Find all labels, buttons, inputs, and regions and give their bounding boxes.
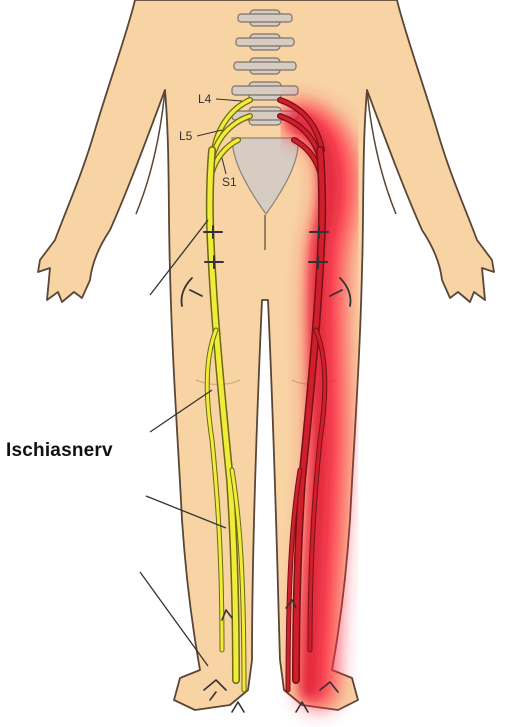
vertebra-process-3: [234, 62, 296, 70]
label-l5: L5: [179, 129, 193, 143]
label-l4: L4: [198, 92, 212, 106]
vertebra-process-4: [232, 86, 298, 95]
vertebra-process-2: [236, 38, 294, 46]
vertebra-process-1: [238, 14, 292, 22]
foot-branch-left-3: [232, 702, 244, 712]
sciatic-nerve-label: Ischiasnerv: [6, 440, 113, 462]
label-s1: S1: [222, 175, 237, 189]
